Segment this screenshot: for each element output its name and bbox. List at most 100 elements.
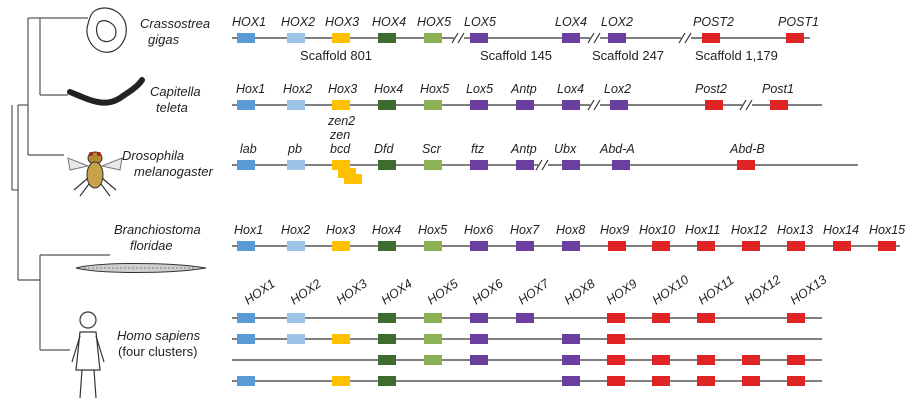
- gene-box-branchiostoma-11: [742, 241, 760, 251]
- gene-label: HOX8: [562, 276, 598, 307]
- gene-label: HOX5: [417, 15, 451, 29]
- gene-box-homo-c2-9: [607, 334, 625, 344]
- gene-box-capitella-4: [424, 100, 442, 110]
- gene-box-crassostrea-0: [237, 33, 255, 43]
- gene-box-capitella-6: [516, 100, 534, 110]
- gene-box-homo-c3-12: [742, 355, 760, 365]
- break-mark: [739, 99, 753, 111]
- gene-box-crassostrea-9: [786, 33, 804, 43]
- gene-box-homo-c2-3: [332, 334, 350, 344]
- gene-label: Ubx: [554, 142, 577, 156]
- gene-label: HOX1: [232, 15, 266, 29]
- gene-label: Hox4: [372, 223, 401, 237]
- gene-labels-branchiostoma: Hox1 Hox2 Hox3 Hox4 Hox5 Hox6 Hox7 Hox8 …: [234, 223, 905, 237]
- gene-label: Hox13: [777, 223, 813, 237]
- gene-label: ftz: [471, 142, 485, 156]
- gene-labels-crassostrea: HOX1 HOX2 HOX3 HOX4 HOX5 LOX5 LOX4 LOX2 …: [232, 15, 819, 29]
- gene-box-homo-c1-11: [697, 313, 715, 323]
- gene-box-drosophila-0: [237, 160, 255, 170]
- gene-box-capitella-9: [705, 100, 723, 110]
- gene-box-homo-c3-9: [607, 355, 625, 365]
- gene-label: HOX7: [516, 276, 553, 308]
- gene-box-crassostrea-3: [378, 33, 396, 43]
- gene-box-homo-c3-6: [470, 355, 488, 365]
- gene-box-branchiostoma-1: [287, 241, 305, 251]
- gene-labels-capitella: Hox1 Hox2 Hox3 Hox4 Hox5 Lox5 Antp Lox4 …: [236, 82, 794, 96]
- gene-label: Antp: [510, 142, 537, 156]
- human-picture: [71, 311, 105, 399]
- break-mark: [587, 32, 601, 44]
- gene-box-drosophila-6: [516, 160, 534, 170]
- break-mark: [678, 32, 692, 44]
- gene-label: Abd-A: [599, 142, 635, 156]
- gene-box-capitella-5: [470, 100, 488, 110]
- gene-box-crassostrea-1: [287, 33, 305, 43]
- gene-box-homo-c4-11: [697, 376, 715, 386]
- gene-box-branchiostoma-7: [562, 241, 580, 251]
- gene-box-drosophila-5: [470, 160, 488, 170]
- gene-label: Hox1: [234, 223, 263, 237]
- gene-label: Hox5: [418, 223, 447, 237]
- gene-label: LOX5: [464, 15, 496, 29]
- gene-label: Lox2: [604, 82, 631, 96]
- gene-label: HOX10: [650, 272, 692, 307]
- gene-box-capitella-2: [332, 100, 350, 110]
- gene-label: bcd: [330, 142, 351, 156]
- gene-box-homo-c3-8: [562, 355, 580, 365]
- gene-box-homo-c4-10: [652, 376, 670, 386]
- gene-label: HOX2: [281, 15, 315, 29]
- species-genus-branchiostoma: Branchiostoma: [114, 222, 201, 237]
- gene-box-capitella-7: [562, 100, 580, 110]
- gene-label-zen2: zen2: [327, 114, 355, 128]
- gene-box-drosophila-9: [737, 160, 755, 170]
- gene-label: Hox10: [639, 223, 675, 237]
- gene-label: HOX6: [470, 276, 506, 307]
- gene-label: POST1: [778, 15, 819, 29]
- gene-label: Antp: [510, 82, 537, 96]
- gene-box-branchiostoma-9: [652, 241, 670, 251]
- gene-label: Lox4: [557, 82, 584, 96]
- fly-picture: [67, 151, 123, 197]
- gene-label: HOX12: [742, 272, 784, 307]
- species-epithet-capitella: teleta: [156, 100, 188, 115]
- gene-label: Hox12: [731, 223, 767, 237]
- homo-gene-boxes: [237, 313, 805, 386]
- gene-box-homo-c2-8: [562, 334, 580, 344]
- gene-box-drosophila-8: [612, 160, 630, 170]
- homo-clusters: HOX1 HOX2 HOX3 HOX4 HOX5 HOX6 HOX7 HOX8 …: [232, 272, 829, 386]
- species-epithet-drosophila: melanogaster: [134, 164, 213, 179]
- gene-label: lab: [240, 142, 257, 156]
- gene-label: LOX2: [601, 15, 633, 29]
- gene-box-crassostrea-4: [424, 33, 442, 43]
- phylogenetic-tree: [11, 17, 110, 351]
- gene-box-homo-c4-1: [237, 376, 255, 386]
- gene-box-zen2: [344, 174, 362, 184]
- gene-label: HOX11: [696, 273, 737, 307]
- gene-box-branchiostoma-6: [516, 241, 534, 251]
- gene-box-homo-c4-8: [562, 376, 580, 386]
- species-genus-drosophila: Drosophila: [122, 148, 184, 163]
- gene-label-zen: zen: [329, 128, 350, 142]
- gene-label: Hox5: [420, 82, 449, 96]
- gene-box-crassostrea-6: [562, 33, 580, 43]
- gene-box-homo-c2-4: [378, 334, 396, 344]
- gene-box-capitella-10: [770, 100, 788, 110]
- scaffold-label: Scaffold 145: [480, 48, 552, 63]
- gene-box-homo-c4-9: [607, 376, 625, 386]
- gene-box-branchiostoma-12: [787, 241, 805, 251]
- gene-label: Post2: [695, 82, 727, 96]
- capitella-cluster: Hox1 Hox2 Hox3 Hox4 Hox5 Lox5 Antp Lox4 …: [232, 82, 822, 111]
- species-genus-crassostrea: Crassostrea: [140, 16, 210, 31]
- gene-label: Hox2: [283, 82, 312, 96]
- gene-box-zen: [338, 168, 356, 178]
- gene-box-homo-c1-2: [287, 313, 305, 323]
- gene-box-drosophila-7: [562, 160, 580, 170]
- gene-boxes-capitella: [237, 100, 788, 110]
- gene-label: Dfd: [374, 142, 395, 156]
- gene-box-homo-c1-7: [516, 313, 534, 323]
- gene-label: HOX4: [372, 15, 406, 29]
- gene-box-branchiostoma-8: [608, 241, 626, 251]
- break-mark: [587, 99, 601, 111]
- gene-box-homo-c3-11: [697, 355, 715, 365]
- gene-label: Hox6: [464, 223, 493, 237]
